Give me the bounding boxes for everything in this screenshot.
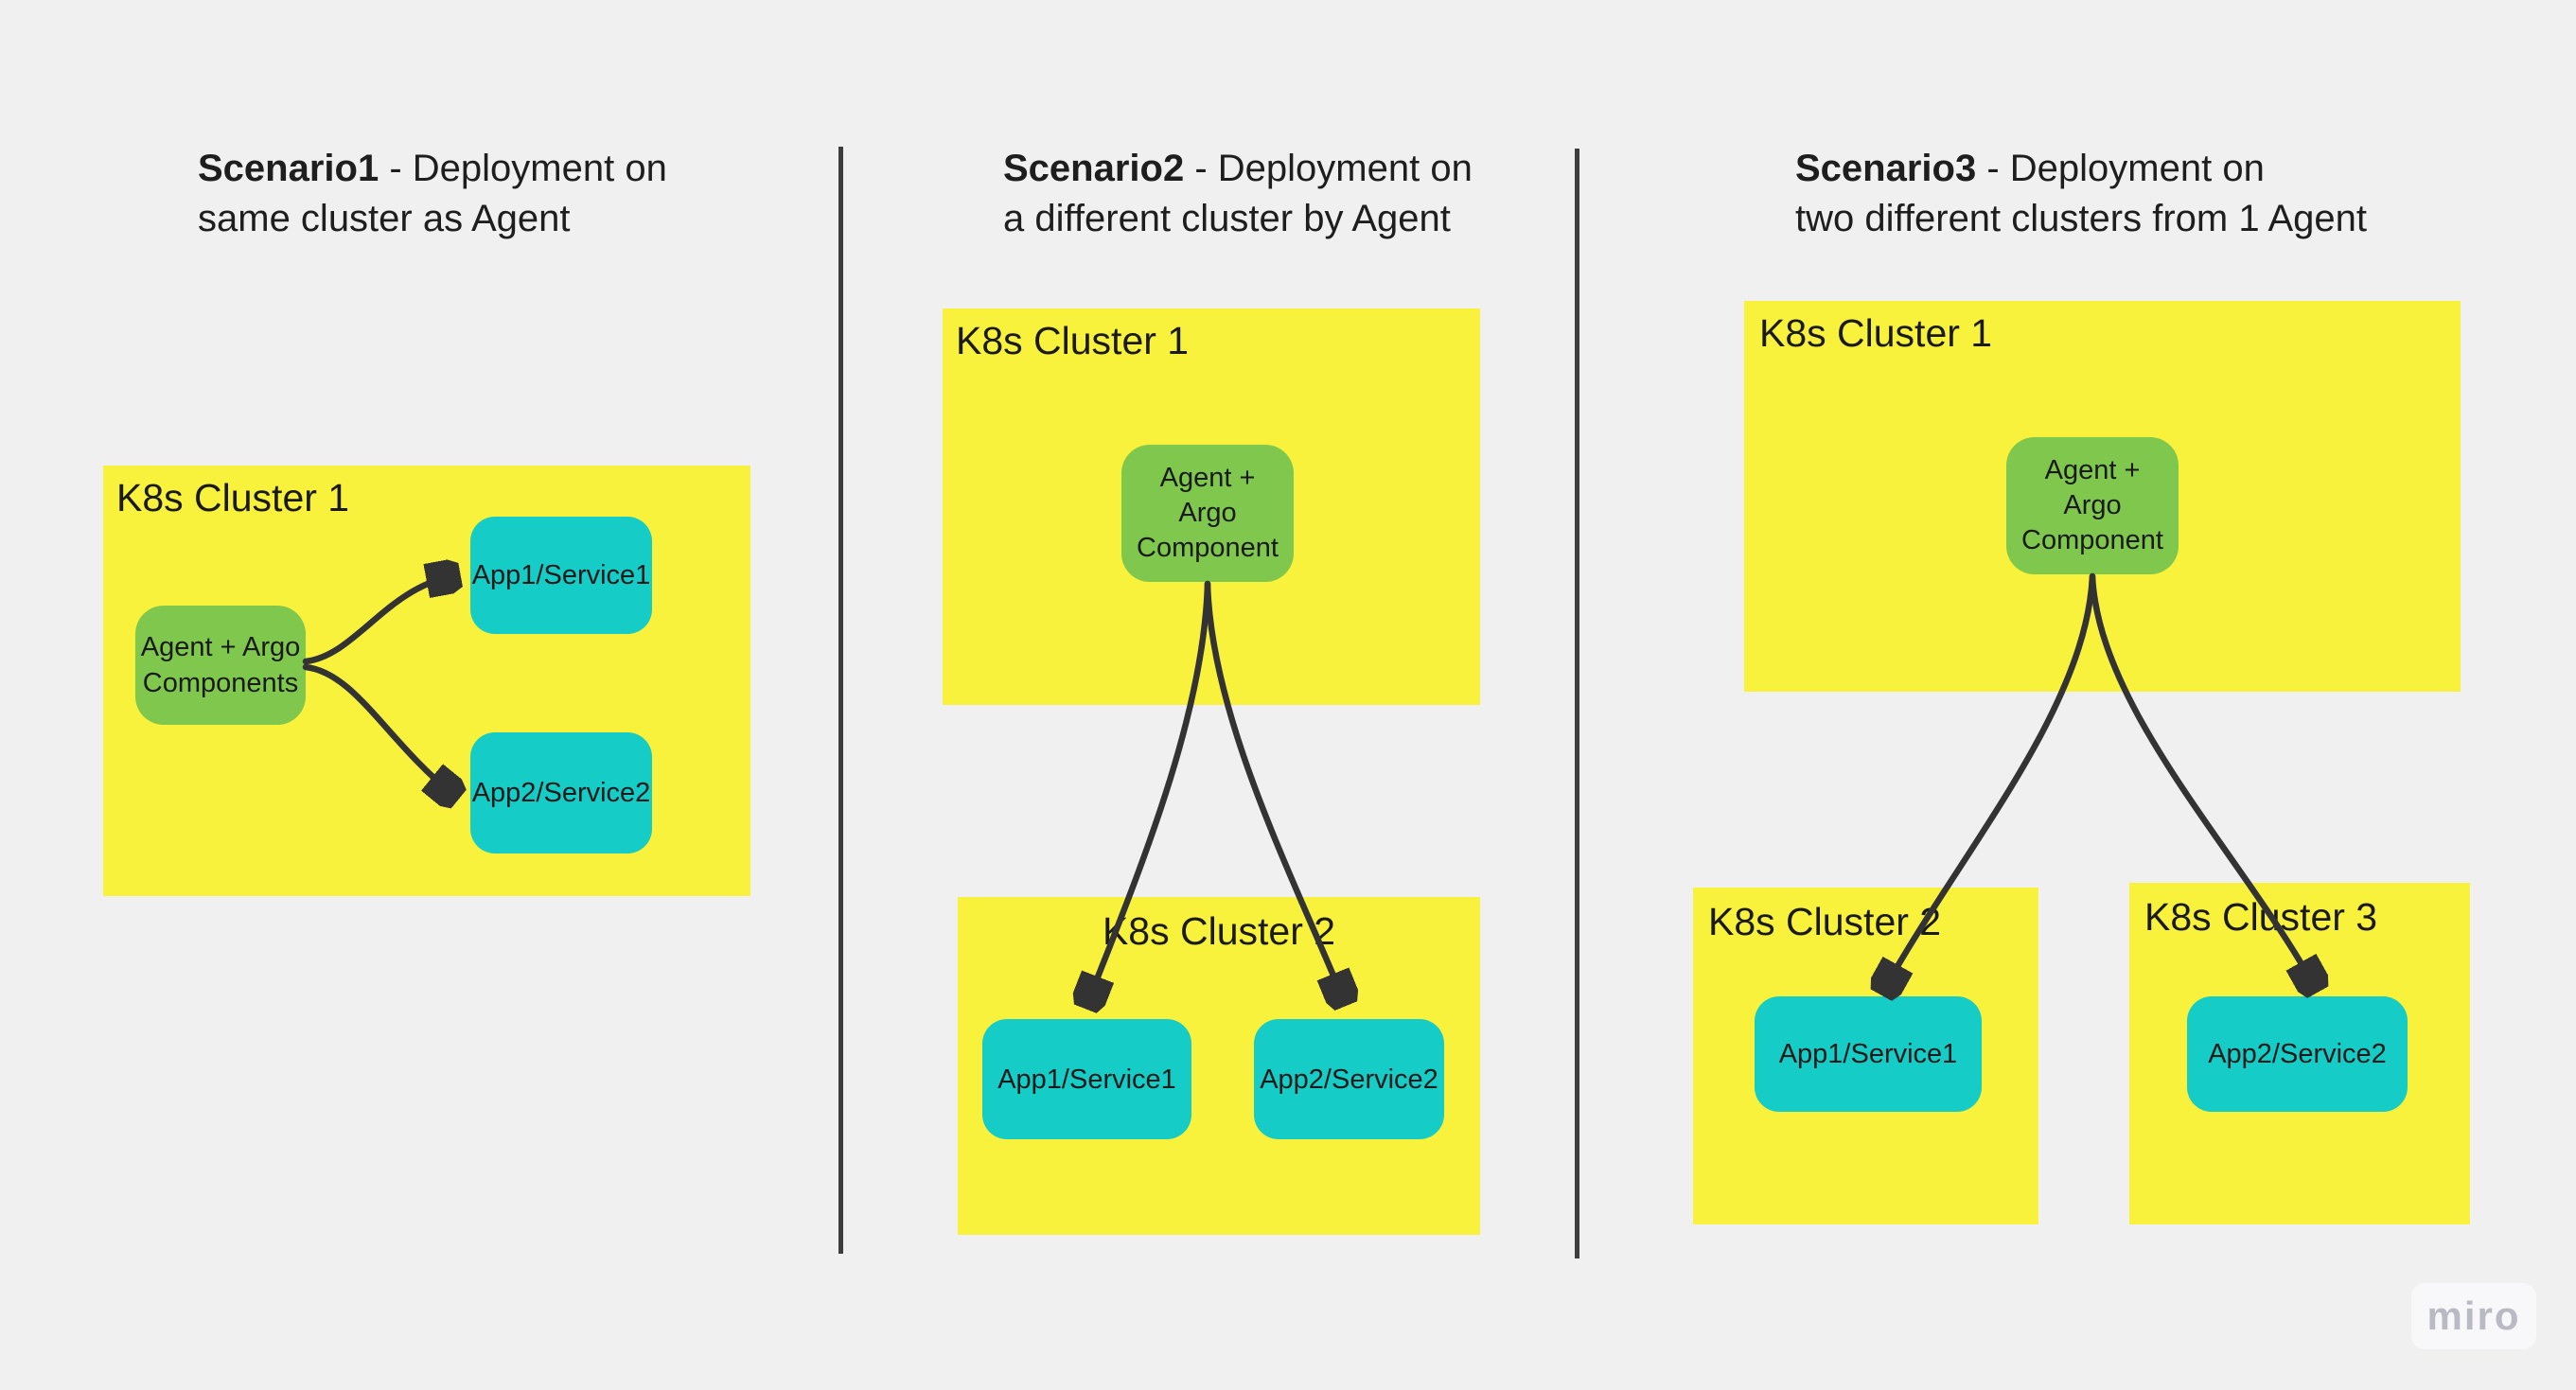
scenario2-app2-label: App2/Service2 [1260, 1064, 1438, 1095]
scenario1-agent-label-line2: Components [142, 668, 299, 698]
scenario2-agent-node[interactable]: Agent + Argo Component [1121, 445, 1294, 582]
scenario3-title[interactable]: Scenario3 - Deployment on two different … [1795, 144, 2367, 244]
scenario1-app2-label: App2/Service2 [471, 778, 651, 808]
scenario3-agent-label-line3: Component [2021, 525, 2163, 555]
scenario3-agent-node[interactable]: Agent + Argo Component [2006, 437, 2179, 574]
scenario1-title-bold: Scenario1 [198, 148, 379, 189]
scenario3-agent-label-line1: Agent + [2044, 455, 2141, 485]
scenario3-title-line2: two different clusters from 1 Agent [1795, 198, 2368, 239]
scenario2-title-line2: a different cluster by Agent [1003, 198, 1451, 239]
scenario1-cluster1-label: K8s Cluster 1 [116, 476, 350, 519]
scenario3-app1-label: App1/Service1 [1778, 1039, 1958, 1069]
divider-line-2[interactable] [1575, 149, 1579, 1258]
scenario2-title-bold: Scenario2 [1003, 148, 1185, 189]
miro-logo-watermark: miro [2411, 1283, 2536, 1349]
scenario3-cluster2-label: K8s Cluster 2 [1708, 900, 1942, 943]
miro-logo-text: miro [2426, 1293, 2521, 1338]
scenario2-title-rest: - Deployment on [1184, 148, 1473, 189]
scenario3-cluster1-label: K8s Cluster 1 [1759, 311, 1993, 355]
scenario2-title-line1: Scenario2 - Deployment on [1003, 144, 1473, 194]
scenario3-title-rest: - Deployment on [1976, 148, 2265, 189]
scenario3-app2-label: App2/Service2 [2208, 1039, 2387, 1069]
scenario3-agent-label-line2: Argo [2063, 490, 2122, 520]
scenario1-title-line2: same cluster as Agent [198, 198, 571, 239]
scenario3-cluster3-label: K8s Cluster 3 [2144, 895, 2378, 939]
scenario1-title-rest: - Deployment on [379, 148, 667, 189]
scenario2-agent-label-line2: Argo [1178, 498, 1237, 528]
scenario2-title[interactable]: Scenario2 - Deployment on a different cl… [1003, 144, 1473, 244]
scenario2-cluster2-label: K8s Cluster 2 [1102, 909, 1336, 953]
scenario2-agent-label-line1: Agent + [1159, 463, 1256, 493]
scenario1-app1-label: App1/Service1 [471, 560, 651, 590]
scenario3-title-bold: Scenario3 [1795, 148, 1977, 189]
scenario3-app2-node[interactable]: App2/Service2 [2187, 996, 2408, 1112]
scenario1-app2-node[interactable]: App2/Service2 [470, 732, 652, 853]
scenario2-app1-label: App1/Service1 [997, 1064, 1176, 1095]
scenario3-app1-node[interactable]: App1/Service1 [1755, 996, 1982, 1112]
scenario2-app2-node[interactable]: App2/Service2 [1254, 1019, 1444, 1139]
divider-line-1[interactable] [838, 147, 843, 1254]
scenario1-agent-label-line1: Agent + Argo [140, 632, 301, 662]
scenario1-title[interactable]: Scenario1 - Deployment on same cluster a… [198, 144, 667, 244]
scenario3-title-line1: Scenario3 - Deployment on [1795, 144, 2367, 194]
scenario2-cluster1-label: K8s Cluster 1 [956, 319, 1190, 362]
scenario2-agent-label-line3: Component [1137, 533, 1279, 563]
scenario1-agent-node[interactable]: Agent + Argo Components [135, 606, 306, 725]
scenario2-app1-node[interactable]: App1/Service1 [982, 1019, 1191, 1139]
scenario1-title-line1: Scenario1 - Deployment on [198, 144, 667, 194]
scenario1-app1-node[interactable]: App1/Service1 [470, 517, 652, 634]
